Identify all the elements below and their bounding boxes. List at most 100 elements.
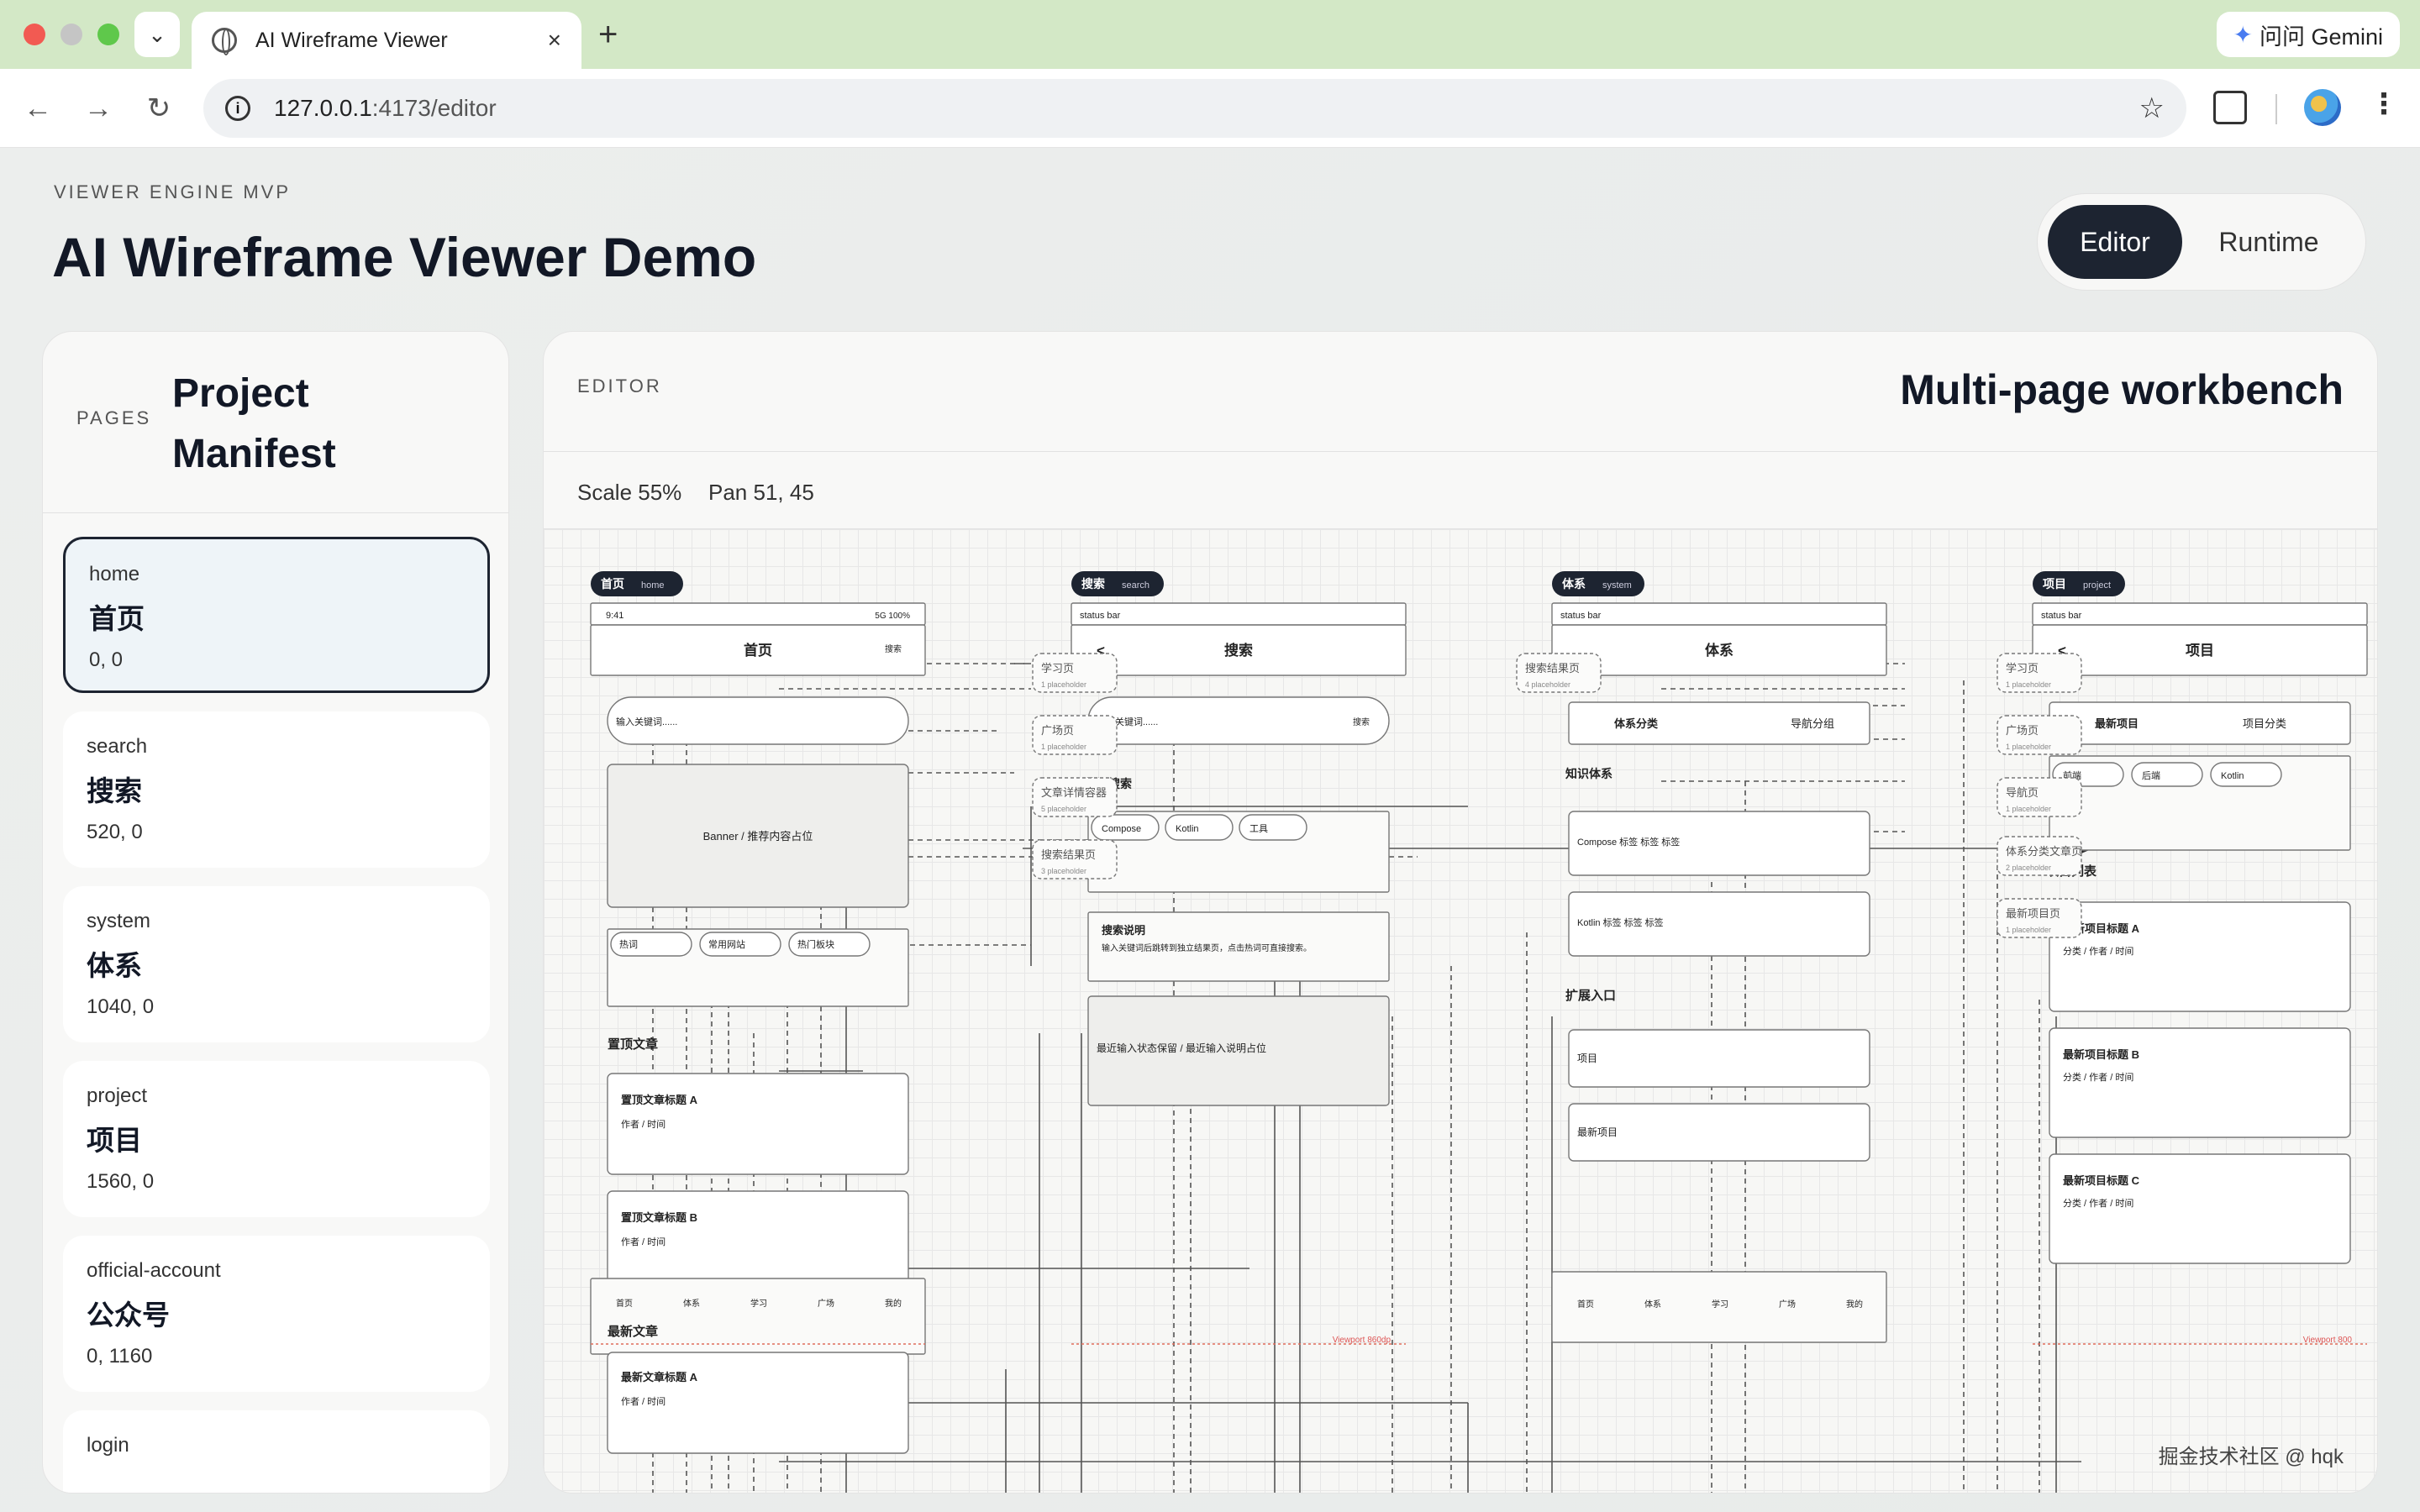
page-item-system[interactable]: system 体系 1040, 0 bbox=[63, 886, 490, 1042]
home-tab-label: 学习 bbox=[750, 1298, 767, 1309]
frame-tag-pill bbox=[2033, 571, 2125, 596]
home-search-placeholder: 输入关键词...... bbox=[616, 716, 677, 727]
toolbar-divider bbox=[2275, 94, 2277, 124]
tab-close-icon[interactable]: × bbox=[547, 27, 561, 53]
system-tab-label: 体系分类 bbox=[1614, 717, 1659, 730]
profile-avatar[interactable] bbox=[2304, 89, 2341, 126]
bookmark-star-icon[interactable]: ☆ bbox=[2139, 92, 2165, 124]
tab-search-dropdown-icon[interactable]: ⌄ bbox=[134, 12, 180, 57]
home-tab-label: 我的 bbox=[885, 1298, 902, 1309]
forward-button[interactable]: → bbox=[84, 92, 113, 124]
browser-menu-icon[interactable]: ⋮ bbox=[2370, 88, 2398, 120]
browser-toolbar: ← → ↻ i 127.0.0.1:4173/editor ☆ ⋮ bbox=[0, 69, 2420, 148]
reload-button[interactable]: ↻ bbox=[146, 92, 171, 124]
page-item-official-account[interactable]: official-account 公众号 0, 1160 bbox=[63, 1236, 490, 1392]
placeholder-title: 文章详情容器 bbox=[1041, 786, 1107, 799]
back-button[interactable]: ← bbox=[24, 92, 52, 124]
minimize-window-button[interactable] bbox=[60, 24, 82, 45]
page-item-login[interactable]: login bbox=[63, 1410, 490, 1493]
page-item-home[interactable]: home 首页 0, 0 bbox=[63, 537, 490, 693]
system-tab-label: 学习 bbox=[1712, 1299, 1728, 1310]
project-item-card bbox=[2049, 901, 2351, 1012]
placeholder-count: 5 placeholder bbox=[1041, 805, 1086, 813]
address-bar[interactable]: i 127.0.0.1:4173/editor ☆ bbox=[203, 79, 2186, 138]
placeholder-chip bbox=[1516, 653, 1602, 693]
system-card-label: Kotlin 标签 标签 标签 bbox=[1577, 916, 1664, 928]
placeholder-title: 最新项目页 bbox=[2006, 907, 2060, 920]
page-item-name: 体系 bbox=[87, 950, 142, 981]
placeholder-count: 1 placeholder bbox=[2006, 743, 2051, 751]
page-item-name: 搜索 bbox=[87, 775, 142, 806]
home-pinned-title: 置顶文章标题 A bbox=[621, 1094, 698, 1106]
placeholder-chip bbox=[1032, 839, 1118, 879]
page-item-id: project bbox=[87, 1084, 148, 1107]
search-hot-chip bbox=[1239, 814, 1307, 841]
system-tab-label: 广场 bbox=[1779, 1299, 1796, 1310]
browser-tabstrip: ⌄ AI Wireframe Viewer × + ✦ 问问 Gemini bbox=[0, 0, 2420, 69]
page-item-project[interactable]: project 项目 1560, 0 bbox=[63, 1061, 490, 1217]
frame-tag-pill bbox=[1552, 571, 1644, 596]
home-latest-title: 最新文章标题 A bbox=[621, 1371, 698, 1383]
close-window-button[interactable] bbox=[24, 24, 45, 45]
system-ext-label: 最新项目 bbox=[1577, 1126, 1618, 1138]
page-item-name: 公众号 bbox=[87, 1299, 170, 1331]
editor-title: Multi-page workbench bbox=[1900, 366, 2344, 413]
placeholder-count: 1 placeholder bbox=[2006, 680, 2051, 689]
home-banner-label: Banner / 推荐内容占位 bbox=[703, 830, 813, 843]
editor-mode-button[interactable]: Editor bbox=[2048, 205, 2182, 279]
project-item-meta: 分类 / 作者 / 时间 bbox=[2063, 1071, 2133, 1083]
system-tab-label: 体系 bbox=[1644, 1299, 1661, 1310]
placeholder-chip bbox=[1996, 653, 2082, 693]
search-status-bar bbox=[1071, 602, 1407, 626]
home-chip-label: 热词 bbox=[619, 939, 638, 950]
search-desc-text: 输入关键词后跳转到独立结果页，点击热词可直接搜索。 bbox=[1102, 942, 1312, 953]
search-hot-chip bbox=[1091, 814, 1160, 841]
frame-tag-id: search bbox=[1122, 580, 1150, 591]
home-chip bbox=[699, 932, 781, 957]
home-chip-label: 热门板块 bbox=[797, 938, 834, 950]
page-item-search[interactable]: search 搜索 520, 0 bbox=[63, 711, 490, 868]
runtime-mode-button[interactable]: Runtime bbox=[2218, 226, 2319, 257]
frame-tag-name: 项目 bbox=[2043, 577, 2066, 591]
placeholder-title: 广场页 bbox=[2006, 724, 2039, 737]
search-nav-bar bbox=[1071, 624, 1407, 676]
system-status-label: status bar bbox=[1560, 611, 1602, 621]
site-info-icon[interactable]: i bbox=[225, 96, 250, 121]
home-latest-card bbox=[607, 1352, 909, 1454]
watermark: 掘金技术社区 @ hqk bbox=[2158, 1446, 2344, 1468]
system-card-label: Compose 标签 标签 标签 bbox=[1577, 836, 1680, 848]
page-item-name: 项目 bbox=[87, 1125, 142, 1156]
new-tab-button[interactable]: + bbox=[598, 16, 618, 53]
placeholder-title: 搜索结果页 bbox=[1041, 848, 1096, 861]
maximize-window-button[interactable] bbox=[97, 24, 119, 45]
home-pinned-meta: 作者 / 时间 bbox=[621, 1119, 666, 1130]
project-item-title: 最新项目标题 C bbox=[2063, 1174, 2140, 1187]
browser-tab-active[interactable]: AI Wireframe Viewer × bbox=[192, 12, 581, 69]
project-back: < bbox=[2058, 643, 2066, 659]
extensions-icon[interactable] bbox=[2213, 91, 2247, 124]
project-chip bbox=[2131, 762, 2203, 787]
sidebar-header: PAGES Project Manifest bbox=[43, 332, 508, 513]
system-ext-card bbox=[1568, 1103, 1870, 1162]
project-nav-title: 项目 bbox=[2186, 643, 2214, 659]
home-banner bbox=[607, 764, 909, 908]
search-back: < bbox=[1097, 643, 1105, 659]
placeholder-count: 4 placeholder bbox=[1525, 680, 1570, 689]
project-chip-label: Kotlin bbox=[2221, 771, 2244, 781]
gemini-button[interactable]: ✦ 问问 Gemini bbox=[2216, 12, 2400, 57]
search-nav-title: 搜索 bbox=[1224, 642, 1253, 659]
url-path: :4173/editor bbox=[371, 95, 497, 121]
project-item-meta: 分类 / 作者 / 时间 bbox=[2063, 945, 2133, 957]
home-status-time: 9:41 bbox=[606, 611, 623, 621]
placeholder-title: 学习页 bbox=[2006, 662, 2039, 675]
page-item-position: 1040, 0 bbox=[87, 995, 155, 1018]
editor-label: EDITOR bbox=[577, 375, 662, 396]
placeholder-chip bbox=[1996, 777, 2082, 817]
url-text[interactable]: 127.0.0.1:4173/editor bbox=[274, 95, 2139, 122]
placeholder-count: 3 placeholder bbox=[1041, 867, 1086, 875]
project-viewport-label: Viewport 800 bbox=[2303, 1336, 2353, 1345]
search-hot-label: Kotlin bbox=[1176, 824, 1199, 834]
frame-tag-id: project bbox=[2083, 580, 2111, 591]
